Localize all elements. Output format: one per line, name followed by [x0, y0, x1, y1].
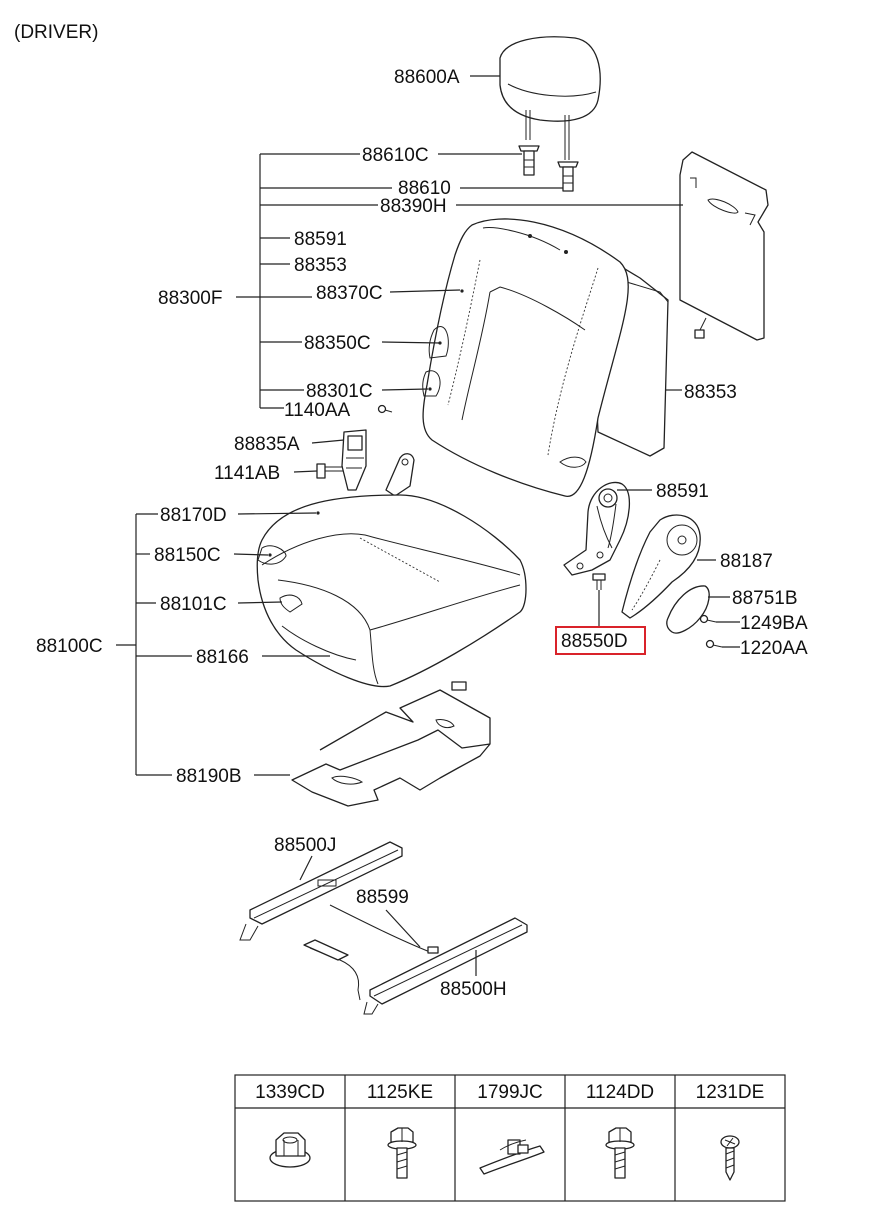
table-header-1124DD: 1124DD: [586, 1082, 654, 1103]
seat-cushion: [256, 494, 527, 688]
label-88599: 88599: [356, 887, 409, 908]
label-88591-back: 88591: [294, 229, 347, 250]
leader-lines: [116, 75, 740, 976]
label-88591: 88591: [656, 481, 709, 502]
fastener-table: 1339CD 1125KE 1799JC 1124DD 1231DE: [234, 1074, 786, 1202]
table-header-1125KE: 1125KE: [367, 1082, 433, 1103]
flange-bolt-icon: [387, 1127, 417, 1179]
label-88190B: 88190B: [176, 766, 242, 787]
label-88166: 88166: [196, 647, 249, 668]
seat-track-left: [239, 841, 403, 941]
buckle-bracket: [385, 453, 415, 497]
table-header-1799JC: 1799JC: [477, 1082, 543, 1103]
seat-track-wire: [303, 904, 439, 1001]
label-88353-back: 88353: [294, 255, 347, 276]
cable-tie-icon: [479, 1139, 545, 1175]
screw-1220: [705, 639, 723, 649]
label-88500H: 88500H: [440, 979, 507, 1000]
buckle-bolt: [316, 463, 343, 479]
label-88751B: 88751B: [732, 588, 798, 609]
label-88353-side: 88353: [684, 382, 737, 403]
label-88610: 88610: [398, 178, 451, 199]
label-1220AA: 1220AA: [740, 638, 808, 659]
label-88600A: 88600A: [394, 67, 460, 88]
callout-labels: 88600A 88610C 88610 88390H 88591 88353 8…: [36, 67, 808, 1000]
table-header-1231DE: 1231DE: [696, 1082, 765, 1103]
label-88370C: 88370C: [316, 283, 383, 304]
label-88300F: 88300F: [158, 288, 222, 309]
label-1141AB: 1141AB: [214, 463, 280, 484]
headrest: [499, 36, 601, 160]
headrest-guide-c: [518, 145, 540, 176]
screw-1249: [699, 614, 717, 624]
label-88500J: 88500J: [274, 835, 336, 856]
recliner-cover: [621, 514, 701, 619]
label-88390H: 88390H: [380, 196, 447, 217]
flange-bolt-icon: [605, 1127, 635, 1179]
variant-label: (DRIVER): [14, 22, 98, 43]
recliner-knob: [666, 585, 710, 634]
back-board: [679, 151, 769, 341]
label-88610C: 88610C: [362, 145, 429, 166]
seat-track-right: [363, 917, 528, 1015]
label-1140AA: 1140AA: [284, 400, 351, 421]
label-88100C: 88100C: [36, 636, 103, 657]
recliner-mechanism: [563, 481, 631, 576]
tapping-screw-icon: [720, 1135, 740, 1181]
label-88187: 88187: [720, 551, 773, 572]
label-88170D: 88170D: [160, 505, 227, 526]
headrest-guide: [557, 161, 579, 192]
highlight-box-88550D: [555, 626, 646, 655]
seatbelt-buckle: [341, 429, 367, 491]
label-88301C: 88301C: [306, 381, 373, 402]
table-header-1339CD: 1339CD: [255, 1082, 325, 1103]
back-screw: [377, 404, 393, 414]
label-88101C: 88101C: [160, 594, 227, 615]
label-88350C: 88350C: [304, 333, 371, 354]
label-1249BA: 1249BA: [740, 613, 808, 634]
heater-mat: [291, 681, 491, 807]
label-88150C: 88150C: [154, 545, 221, 566]
label-88835A: 88835A: [234, 434, 300, 455]
flange-nut-icon: [269, 1132, 311, 1168]
recliner-bolt: [592, 573, 606, 590]
seat-back: [422, 218, 669, 497]
label-88550D: 88550D: [561, 631, 628, 652]
